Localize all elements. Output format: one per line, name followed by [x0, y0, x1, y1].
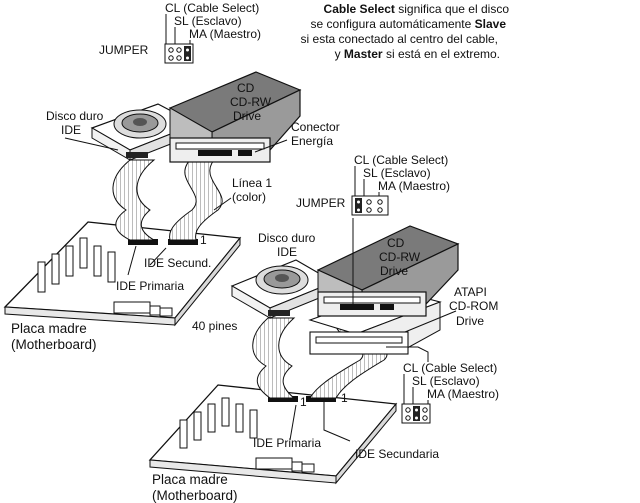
jumper-block-icon-2 — [351, 195, 389, 216]
note-line4-pre: y — [335, 47, 344, 61]
note-line3: si esta conectado al centro del cable, — [301, 32, 498, 46]
svg-text:Cable Select significa que el: Cable Select significa que el disco — [324, 2, 510, 16]
s2-atapi-3: Drive — [456, 314, 484, 328]
s2-hdd-l1: Disco duro — [258, 231, 316, 245]
legend2-ma: MA (Maestro) — [378, 179, 450, 193]
s1-hdd-l2: IDE — [61, 123, 81, 137]
s1-hdd-l1: Disco duro — [46, 109, 104, 123]
s1-line1-a: Línea 1 — [232, 176, 272, 190]
motherboard-1 — [3, 221, 242, 327]
expansion-slots-2 — [179, 397, 258, 449]
note-line4-rest: si está en el extremo. — [383, 47, 500, 61]
s1-pin1: 1 — [200, 233, 207, 247]
s1-power-l1: Conector — [291, 120, 340, 134]
legend2-jumper: JUMPER — [296, 196, 346, 210]
s2-mobo-l2: (Motherboard) — [152, 488, 238, 503]
cd-drive-1 — [168, 71, 302, 163]
jumper-block-icon-3 — [401, 403, 431, 424]
s1-cd-l3: Drive — [233, 109, 261, 123]
s2-atapi-2: CD-ROM — [449, 299, 498, 313]
s1-mobo-l1: Placa madre — [11, 321, 87, 336]
ribbon-cable-hdd-1 — [112, 159, 156, 241]
legend1-cs: CL (Cable Select) — [165, 1, 259, 15]
s1-power-l2: Energía — [291, 134, 333, 148]
ribbon-cable-hdd-2 — [252, 317, 296, 399]
s2-cd-l2: CD-RW — [379, 250, 421, 264]
svg-text:y Master si está en el extremo: y Master si está en el extremo. — [335, 47, 500, 61]
jumper-legend-2: CL (Cable Select) SL (Esclavo) MA (Maest… — [296, 153, 450, 216]
s1-cd-l1: CD — [237, 81, 255, 95]
note-slave-bold: Slave — [475, 17, 507, 31]
s2-cd-l3: Drive — [380, 264, 408, 278]
s2-cd-l1: CD — [387, 236, 405, 250]
note-line2-pre: se configura automáticamente — [311, 17, 475, 31]
s1-ide-secund: IDE Secund. — [144, 256, 211, 270]
legend2-sl: SL (Esclavo) — [363, 166, 431, 180]
note-line1-rest: significa que el disco — [395, 2, 509, 16]
scene-1: Disco duro IDE CD CD-RW Drive Conector E… — [3, 71, 340, 352]
note-cs-bold: Cable Select — [324, 2, 395, 16]
hard-disk-2 — [230, 259, 336, 319]
legend3-ma: MA (Maestro) — [427, 387, 499, 401]
s1-line1-b: (color) — [232, 190, 266, 204]
s2-pines: 40 pines — [192, 319, 237, 333]
s2-pin1a: 1 — [300, 395, 307, 409]
ribbon-cable-cd-1 — [169, 159, 223, 241]
legend3-cs: CL (Cable Select) — [403, 361, 497, 375]
s2-mobo-l1: Placa madre — [152, 472, 228, 487]
jumper-legend-1: CL (Cable Select) SL (Esclavo) MA (Maest… — [99, 1, 261, 64]
s2-pin1b: 1 — [341, 391, 348, 405]
note-master-bold: Master — [344, 47, 383, 61]
s1-mobo-l2: (Motherboard) — [11, 337, 97, 352]
scene-2: Disco duro IDE CD CD-RW Drive ATAPI CD-R… — [148, 218, 498, 503]
legend1-ma: MA (Maestro) — [189, 27, 261, 41]
legend1-jumper: JUMPER — [99, 43, 149, 57]
s2-atapi-1: ATAPI — [454, 285, 487, 299]
s2-ide-primaria: IDE Primaria — [253, 436, 321, 450]
cable-select-note: Cable Select significa que el disco se c… — [301, 2, 510, 61]
jumper-block-icon — [164, 43, 194, 64]
jumper-legend-3: CL (Cable Select) SL (Esclavo) MA (Maest… — [401, 361, 499, 424]
svg-text:se configura automáticamente S: se configura automáticamente Slave — [311, 17, 507, 31]
s2-ide-secundaria: IDE Secundaria — [355, 447, 439, 461]
s2-hdd-l2: IDE — [277, 245, 297, 259]
expansion-slots-1 — [37, 237, 116, 293]
legend2-cs: CL (Cable Select) — [354, 153, 448, 167]
legend1-sl: SL (Esclavo) — [174, 14, 242, 28]
motherboard-2 — [148, 384, 398, 485]
s1-ide-primaria: IDE Primaria — [116, 279, 184, 293]
legend3-sl: SL (Esclavo) — [412, 374, 480, 388]
s1-cd-l2: CD-RW — [230, 95, 272, 109]
